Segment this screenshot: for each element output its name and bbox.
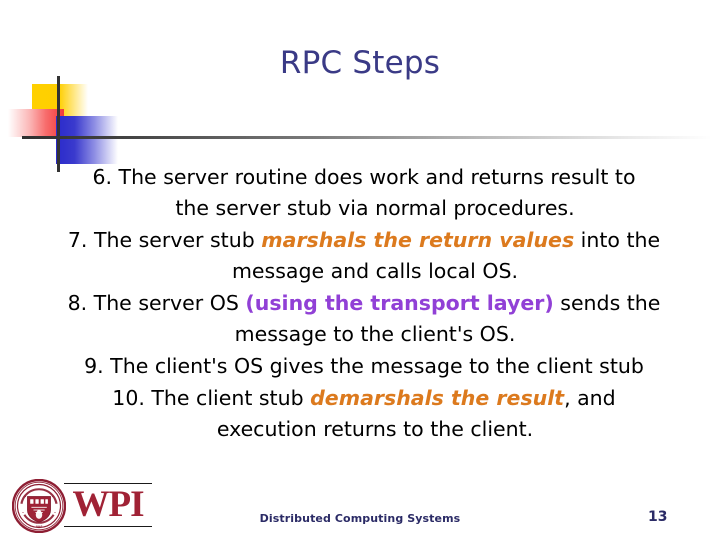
blue-block-icon — [56, 116, 118, 164]
list-item-line: execution returns to the client. — [36, 414, 692, 445]
svg-text:1865: 1865 — [36, 524, 43, 528]
plain-text: sends the — [553, 291, 661, 315]
list-item-line: 9. The client's OS gives the message to … — [36, 351, 692, 382]
plain-text: the server stub via normal procedures. — [175, 196, 575, 220]
highlight-orange-text: marshals the return values — [261, 228, 575, 252]
plain-text: , and — [564, 386, 616, 410]
list-item-line: message to the client's OS. — [36, 319, 692, 350]
list-item: 6. The server routine does work and retu… — [36, 162, 692, 224]
list-item: 7. The server stub marshals the return v… — [36, 225, 692, 287]
page-title: RPC Steps — [279, 45, 441, 81]
plain-text: into the — [574, 228, 661, 252]
decorative-block-cluster — [0, 76, 712, 172]
list-item-line: 10. The client stub demarshals the resul… — [36, 383, 692, 414]
list-item-line: the server stub via normal procedures. — [36, 193, 692, 224]
wpi-wordmark: WPI — [64, 481, 152, 531]
wordmark-rule-top — [64, 483, 152, 484]
highlight-orange-text: demarshals the result — [310, 386, 565, 410]
plain-text: 7. The server stub — [67, 228, 262, 252]
wpi-wordmark-text: WPI — [72, 484, 145, 525]
list-item-line: message and calls local OS. — [36, 256, 692, 287]
vertical-rule-icon — [57, 76, 60, 172]
wordmark-rule-bottom — [64, 526, 152, 527]
page-number: 13 — [648, 509, 668, 525]
list-item: 10. The client stub demarshals the resul… — [36, 383, 692, 445]
list-item: 9. The client's OS gives the message to … — [36, 351, 692, 382]
plain-text: message and calls local OS. — [231, 259, 519, 283]
wpi-seal-icon: 1865 — [12, 479, 66, 533]
plain-text: 10. The client stub — [112, 386, 311, 410]
red-block-icon — [8, 109, 64, 137]
list-item-line: 7. The server stub marshals the return v… — [36, 225, 692, 256]
plain-text: 6. The server routine does work and retu… — [92, 165, 636, 189]
plain-text: 9. The client's OS gives the message to … — [84, 354, 644, 378]
list-item: 8. The server OS (using the transport la… — [36, 288, 692, 350]
plain-text: execution returns to the client. — [216, 417, 534, 441]
highlight-purple-text: (using the transport layer) — [245, 291, 554, 315]
horizontal-rule-divider — [22, 136, 712, 139]
plain-text: 8. The server OS — [67, 291, 246, 315]
list-item-line: 6. The server routine does work and retu… — [36, 162, 692, 193]
plain-text: message to the client's OS. — [234, 322, 516, 346]
list-item-line: 8. The server OS (using the transport la… — [36, 288, 692, 319]
footer-caption: Distributed Computing Systems — [259, 512, 461, 525]
steps-list: 6. The server routine does work and retu… — [36, 162, 692, 446]
wpi-logo: 1865 WPI — [10, 477, 152, 535]
